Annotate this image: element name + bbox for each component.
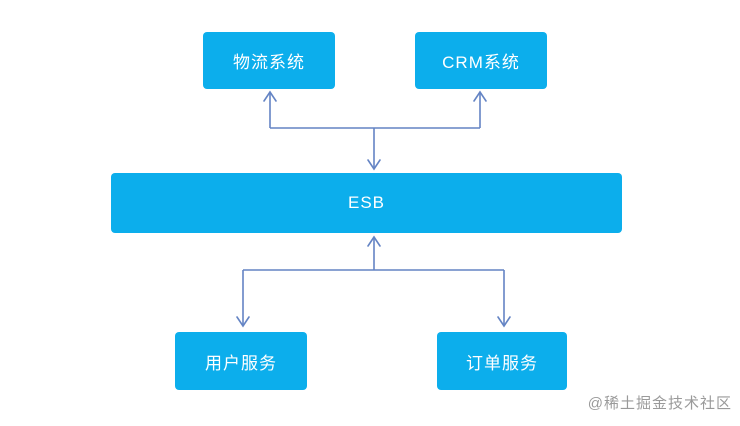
node-user-service: 用户服务 <box>175 332 307 390</box>
node-esb-bus: ESB <box>111 173 622 233</box>
node-crm-system: CRM系统 <box>415 32 547 89</box>
node-logistics-system: 物流系统 <box>203 32 335 89</box>
node-order-service: 订单服务 <box>437 332 567 390</box>
watermark: @稀土掘金技术社区 <box>587 395 732 412</box>
